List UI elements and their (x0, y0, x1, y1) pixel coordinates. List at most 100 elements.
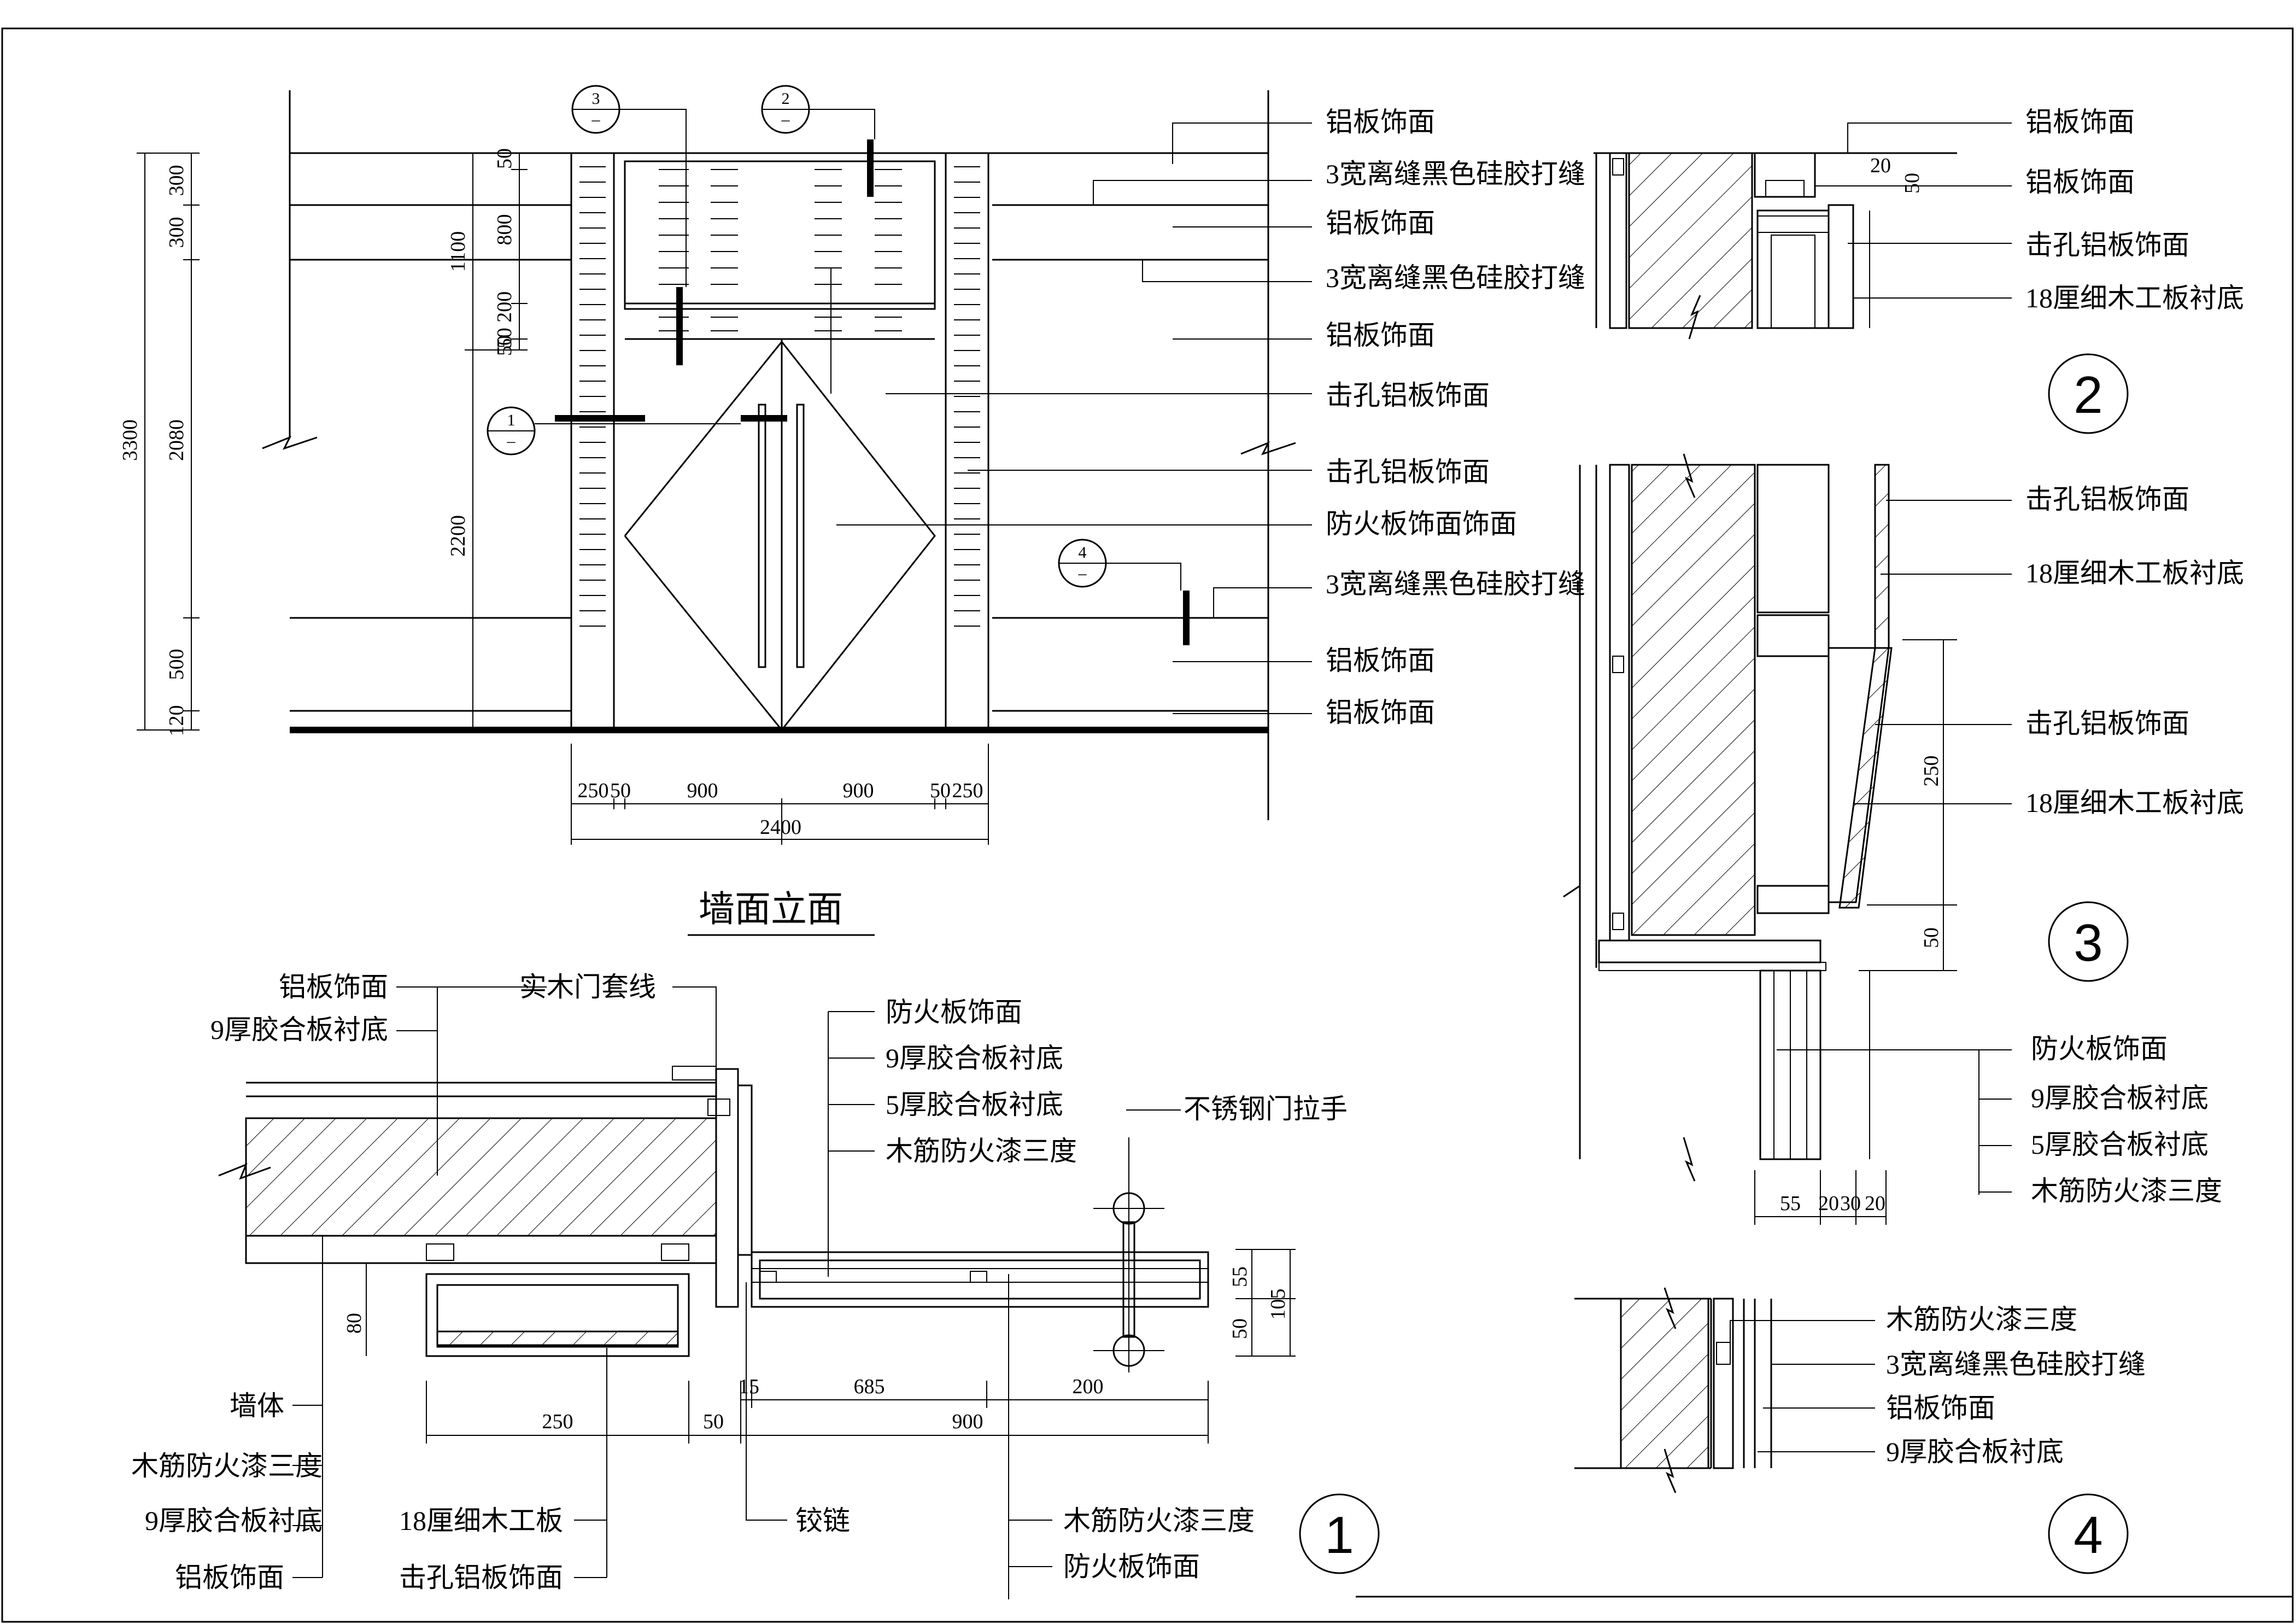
svg-text:防火板饰面: 防火板饰面 (2031, 1033, 2168, 1064)
svg-text:300: 300 (165, 217, 188, 248)
svg-text:50: 50 (930, 779, 951, 802)
svg-text:木筋防火漆三度: 木筋防火漆三度 (1063, 1505, 1255, 1536)
detail-1-number: 1 (1325, 1506, 1354, 1564)
svg-text:18厘细木工板: 18厘细木工板 (399, 1505, 563, 1536)
svg-text:击孔铝板饰面: 击孔铝板饰面 (1326, 380, 1490, 411)
svg-text:铝板饰面: 铝板饰面 (1326, 208, 1435, 238)
detail-1-door-plan: 铝板饰面 9厚胶合板衬底 实木门套线 防火板饰面 9厚胶合板衬底 5厚胶合板衬底… (131, 972, 1380, 1599)
svg-text:3: 3 (592, 90, 600, 108)
detail-2-number: 2 (2074, 366, 2102, 424)
section-bubble-1: 1– (487, 406, 741, 455)
svg-text:实木门套线: 实木门套线 (519, 972, 656, 1002)
perforation-pattern (579, 166, 606, 627)
svg-text:30: 30 (1840, 1192, 1861, 1215)
svg-text:50: 50 (610, 779, 631, 802)
svg-text:50: 50 (1228, 1318, 1251, 1339)
svg-text:250: 250 (542, 1410, 573, 1433)
svg-text:50 200: 50 200 (493, 291, 516, 349)
detail-3-section: 250 50 55 20 30 20 击孔铝板饰面 18厘细木工板衬底 击孔铝板… (1563, 453, 2244, 1225)
svg-text:铝板饰面: 铝板饰面 (1326, 107, 1435, 137)
svg-text:200: 200 (1073, 1375, 1104, 1398)
svg-text:18厘细木工板衬底: 18厘细木工板衬底 (2025, 283, 2244, 313)
svg-text:3宽离缝黑色硅胶打缝: 3宽离缝黑色硅胶打缝 (1326, 569, 1585, 599)
svg-text:击孔铝板饰面: 击孔铝板饰面 (2025, 708, 2189, 739)
svg-text:–: – (591, 110, 601, 128)
svg-text:–: – (507, 432, 516, 450)
section-bubble-2: 2– (761, 85, 875, 139)
svg-text:300: 300 (165, 165, 188, 196)
svg-text:20: 20 (1818, 1192, 1839, 1215)
transom-perforation (659, 169, 902, 331)
svg-text:250: 250 (1920, 756, 1943, 787)
svg-text:木筋防火漆三度: 木筋防火漆三度 (1886, 1304, 2077, 1335)
svg-text:4: 4 (1079, 544, 1087, 562)
svg-text:3300: 3300 (119, 419, 142, 461)
svg-text:9厚胶合板衬底: 9厚胶合板衬底 (886, 1043, 1063, 1073)
svg-text:500: 500 (165, 649, 188, 680)
svg-text:5厚胶合板衬底: 5厚胶合板衬底 (886, 1089, 1063, 1120)
svg-text:20: 20 (1865, 1192, 1885, 1215)
svg-text:防火板饰面: 防火板饰面 (1063, 1551, 1200, 1582)
svg-text:1: 1 (507, 411, 516, 429)
svg-text:50: 50 (493, 335, 516, 356)
svg-text:9厚胶合板衬底: 9厚胶合板衬底 (2031, 1083, 2209, 1113)
detail-4-number: 4 (2074, 1506, 2102, 1564)
svg-text:900: 900 (952, 1410, 983, 1433)
svg-text:3宽离缝黑色硅胶打缝: 3宽离缝黑色硅胶打缝 (1886, 1349, 2146, 1380)
svg-text:铝板饰面: 铝板饰面 (1326, 645, 1435, 676)
svg-text:105: 105 (1267, 1289, 1290, 1320)
svg-text:250: 250 (578, 779, 609, 802)
svg-text:铝板饰面: 铝板饰面 (1886, 1393, 1995, 1423)
elevation-labels: 铝板饰面 3宽离缝黑色硅胶打缝 铝板饰面 3宽离缝黑色硅胶打缝 铝板饰面 击孔铝… (820, 107, 1585, 728)
svg-text:铝板饰面: 铝板饰面 (2025, 107, 2135, 137)
svg-text:9厚胶合板衬底: 9厚胶合板衬底 (210, 1014, 388, 1045)
svg-text:900: 900 (843, 779, 874, 802)
svg-text:18厘细木工板衬底: 18厘细木工板衬底 (2025, 558, 2244, 588)
svg-text:–: – (781, 110, 790, 128)
svg-text:铝板饰面: 铝板饰面 (1326, 697, 1435, 728)
svg-text:50: 50 (1920, 927, 1943, 948)
svg-text:防火板饰面饰面: 防火板饰面饰面 (1326, 509, 1517, 539)
svg-text:50: 50 (703, 1410, 724, 1433)
svg-text:55: 55 (1228, 1266, 1251, 1287)
svg-text:击孔铝板饰面: 击孔铝板饰面 (399, 1562, 563, 1593)
svg-text:木筋防火漆三度: 木筋防火漆三度 (2031, 1176, 2222, 1206)
svg-text:击孔铝板饰面: 击孔铝板饰面 (2025, 484, 2189, 515)
detail-3-number: 3 (2074, 914, 2102, 972)
svg-text:9厚胶合板衬底: 9厚胶合板衬底 (1886, 1436, 2064, 1467)
svg-text:木筋防火漆三度: 木筋防火漆三度 (131, 1451, 323, 1481)
svg-text:击孔铝板饰面: 击孔铝板饰面 (2025, 230, 2189, 260)
svg-text:18厘细木工板衬底: 18厘细木工板衬底 (2025, 787, 2244, 818)
svg-text:防火板饰面: 防火板饰面 (886, 997, 1022, 1027)
svg-text:5厚胶合板衬底: 5厚胶合板衬底 (2031, 1129, 2209, 1160)
svg-text:墙体: 墙体 (230, 1391, 284, 1421)
svg-text:9厚胶合板衬底: 9厚胶合板衬底 (145, 1505, 323, 1536)
svg-text:1100: 1100 (447, 231, 470, 272)
elevation-title: 墙面立面 (699, 888, 843, 930)
svg-text:3宽离缝黑色硅胶打缝: 3宽离缝黑色硅胶打缝 (1326, 262, 1585, 293)
svg-text:800: 800 (493, 214, 516, 246)
section-bubble-3: 3– (571, 85, 687, 287)
detail-4-section: 木筋防火漆三度 3宽离缝黑色硅胶打缝 铝板饰面 9厚胶合板衬底 4 (1574, 1287, 2146, 1574)
svg-text:木筋防火漆三度: 木筋防火漆三度 (886, 1136, 1077, 1166)
svg-text:20: 20 (1870, 154, 1891, 177)
svg-text:50: 50 (1901, 173, 1924, 194)
svg-text:–: – (1078, 564, 1087, 582)
svg-text:2080: 2080 (165, 419, 188, 461)
svg-text:55: 55 (1780, 1192, 1801, 1215)
svg-text:铰链: 铰链 (795, 1505, 850, 1536)
svg-text:15: 15 (739, 1375, 759, 1398)
sheet-border (1, 27, 2294, 1623)
svg-text:不锈钢门拉手: 不锈钢门拉手 (1184, 1094, 1348, 1124)
svg-text:2200: 2200 (447, 515, 470, 557)
svg-text:铝板饰面: 铝板饰面 (1326, 320, 1435, 350)
svg-text:铝板饰面: 铝板饰面 (279, 972, 388, 1002)
svg-text:2: 2 (782, 90, 790, 108)
svg-text:80: 80 (343, 1313, 366, 1334)
svg-text:120: 120 (165, 705, 188, 737)
wall-elevation: 3– 2– 1– 4– 300 300 3300 2080 2200 500 1… (119, 85, 1585, 936)
svg-text:铝板饰面: 铝板饰面 (175, 1562, 284, 1593)
svg-text:3宽离缝黑色硅胶打缝: 3宽离缝黑色硅胶打缝 (1326, 159, 1585, 189)
svg-text:685: 685 (854, 1375, 885, 1398)
